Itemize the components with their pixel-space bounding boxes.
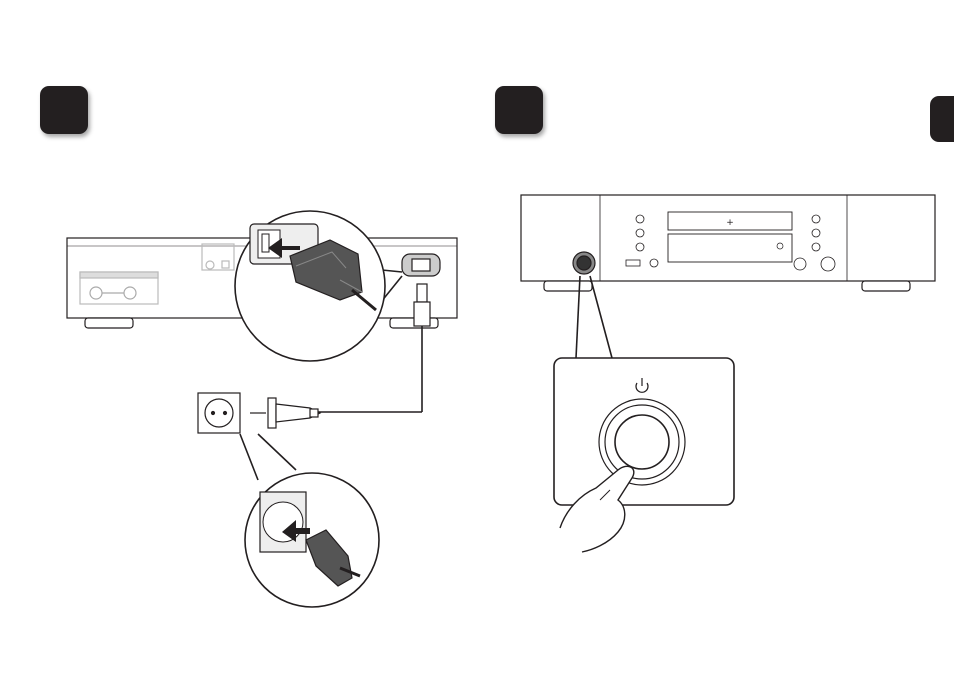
front-panel: + — [520, 194, 936, 292]
svg-text:+: + — [726, 218, 734, 228]
wall-outlet — [197, 392, 322, 434]
power-button-zoom — [553, 275, 735, 553]
step-1-badge — [40, 86, 88, 134]
inlet-zoom — [234, 210, 403, 362]
outlet-zoom — [239, 433, 380, 608]
section-tab — [930, 96, 954, 142]
step-2-badge — [495, 86, 543, 134]
